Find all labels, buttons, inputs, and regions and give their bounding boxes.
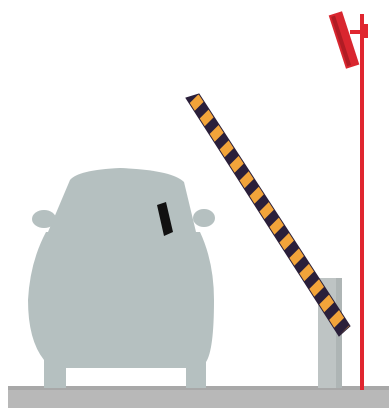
car-right-mirror [193, 209, 215, 227]
traffic-signal-icon [329, 11, 360, 69]
signal-pole [360, 14, 364, 390]
car-cabin [48, 168, 196, 232]
car-silhouette-icon [28, 168, 215, 388]
car-body [28, 232, 214, 388]
signal-pole-cap [364, 24, 368, 38]
